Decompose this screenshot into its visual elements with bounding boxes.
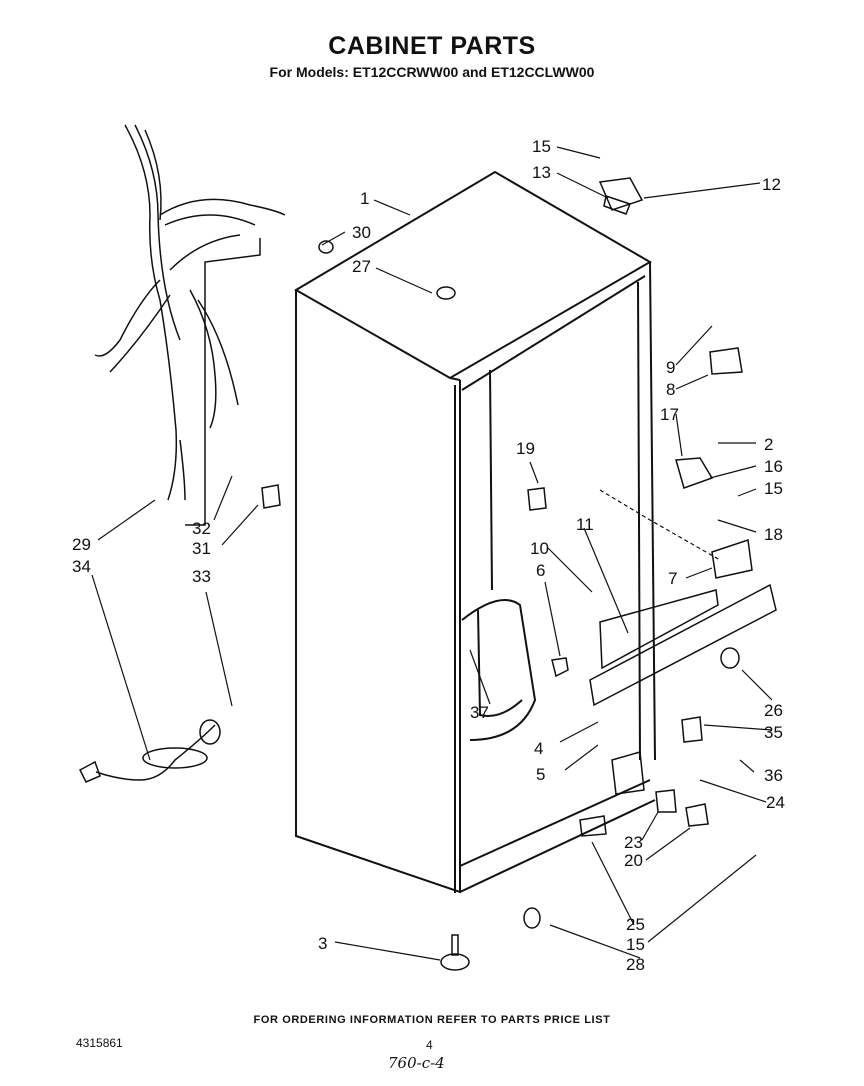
callout-10: 10 (530, 539, 549, 558)
callout-4: 4 (534, 739, 543, 758)
callout-23: 23 (624, 833, 643, 852)
callout-35: 35 (764, 723, 783, 742)
callout-24: 24 (766, 793, 785, 812)
callout-26: 26 (764, 701, 783, 720)
callout-18: 18 (764, 525, 783, 544)
callout-32: 32 (192, 519, 211, 538)
power-cord (79, 719, 221, 783)
callout-15-bottom: 15 (626, 935, 645, 954)
callout-28: 28 (626, 955, 645, 974)
callout-20: 20 (624, 851, 643, 870)
callout-34: 34 (72, 557, 91, 576)
callout-37: 37 (470, 703, 489, 722)
callout-5: 5 (536, 765, 545, 784)
callout-25: 25 (626, 915, 645, 934)
callout-29: 29 (72, 535, 91, 554)
cabinet-liner (461, 599, 537, 741)
callout-3: 3 (318, 934, 327, 953)
callout-31: 31 (192, 539, 211, 558)
callout-9: 9 (666, 358, 675, 377)
assembly-guide-line (599, 489, 721, 561)
callout-leaders (91, 146, 773, 961)
callout-16: 16 (764, 457, 783, 476)
model-subtitle: For Models: ET12CCRWW00 and ET12CCLWW00 (269, 64, 595, 80)
wire-harness (94, 124, 286, 526)
callout-30: 30 (352, 223, 371, 242)
callout-8: 8 (666, 380, 675, 399)
callout-2: 2 (764, 435, 773, 454)
callout-15-right: 15 (764, 479, 783, 498)
cabinet-shell (294, 170, 656, 894)
callout-1: 1 (360, 189, 369, 208)
callout-33: 33 (192, 567, 211, 586)
callout-17: 17 (660, 405, 679, 424)
callout-6: 6 (536, 561, 545, 580)
callout-19: 19 (516, 439, 535, 458)
callout-12: 12 (762, 175, 781, 194)
callout-15-top: 15 (532, 137, 551, 156)
callout-labels: 1 2 3 4 5 6 7 8 9 10 11 12 13 15 16 17 1… (72, 137, 785, 974)
page-number: 4 (426, 1038, 433, 1052)
handwritten-note: 760-c-4 (388, 1054, 445, 1072)
page-title: CABINET PARTS (328, 32, 536, 60)
callout-36: 36 (764, 766, 783, 785)
hinge-parts (579, 177, 777, 837)
ordering-note: FOR ORDERING INFORMATION REFER TO PARTS … (253, 1014, 611, 1026)
callout-7: 7 (668, 569, 677, 588)
leveling-leg-and-hardware (261, 240, 740, 971)
callout-13: 13 (532, 163, 551, 182)
callout-27: 27 (352, 257, 371, 276)
callout-11: 11 (576, 515, 594, 534)
document-number: 4315861 (76, 1036, 123, 1050)
